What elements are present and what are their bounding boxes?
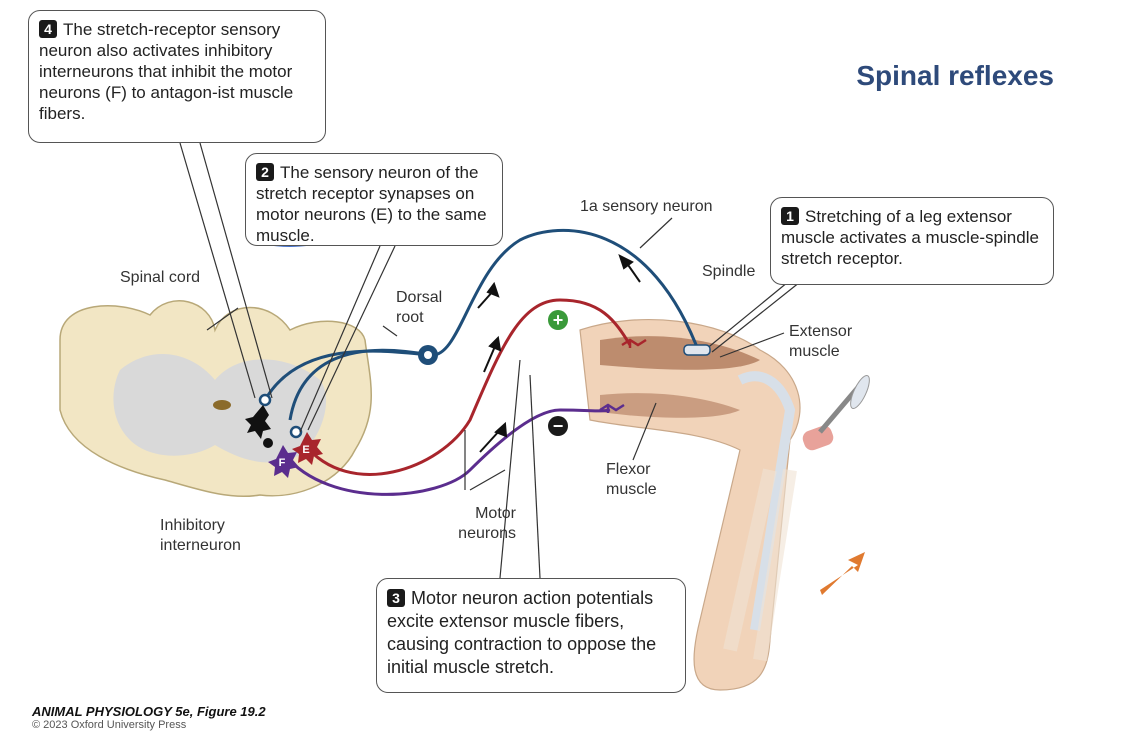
inhibitory-interneuron-cell — [245, 405, 271, 439]
flexor-motor-neuron-path — [283, 408, 611, 496]
motor-neuron-e: E — [292, 432, 323, 465]
central-canal — [213, 400, 231, 410]
inhibitory-sign — [548, 416, 568, 436]
label-flexor-muscle: Flexor muscle — [606, 461, 657, 498]
label-extensor-muscle: Extensor muscle — [789, 323, 853, 360]
citation-text: ANIMAL PHYSIOLOGY 5e, Figure 19.2 — [32, 704, 266, 719]
direction-arrows — [477, 254, 641, 453]
flexor-muscle-shape — [600, 393, 740, 418]
figure-citation: ANIMAL PHYSIOLOGY 5e, Figure 19.2 © 2023… — [32, 704, 266, 731]
sensory-terminal-2 — [289, 425, 303, 439]
leader-lines — [179, 142, 801, 579]
spindle-receptor — [683, 344, 711, 356]
label-dorsal-root: Dorsal root — [396, 289, 443, 326]
label-spinal-cord: Spinal cord — [120, 269, 201, 286]
callout-4-text: The stretch-receptor sensory neuron also… — [39, 20, 294, 123]
leg-illustration — [579, 318, 870, 691]
callout-1-text: Stretching of a leg extensor muscle acti… — [781, 207, 1039, 268]
motor-neuron-f: F — [268, 445, 299, 478]
extensor-endplate — [621, 338, 647, 348]
spinal-cord-section — [59, 300, 372, 498]
callout-2-text: The sensory neuron of the stretch recept… — [256, 163, 487, 245]
step-number-3: 3 — [387, 589, 405, 607]
label-inhibitory-interneuron: Inhibitory interneuron — [160, 517, 241, 554]
copyright-text: © 2023 Oxford University Press — [32, 719, 187, 731]
label-motor-neurons: Motor neurons — [458, 505, 516, 542]
extensor-motor-neuron-path — [303, 298, 632, 476]
minus-label: − — [553, 416, 564, 436]
step-number-1: 1 — [781, 207, 799, 225]
label-sensory-neuron: 1a sensory neuron — [580, 198, 713, 215]
kick-arrow — [820, 552, 865, 595]
reflex-hammer — [802, 374, 870, 451]
label-f: F — [279, 457, 286, 469]
interneuron-terminal — [263, 438, 273, 448]
step-number-2: 2 — [256, 163, 274, 181]
callout-3-text: Motor neuron action potentials excite ex… — [387, 588, 657, 677]
sensory-terminal-1 — [258, 393, 272, 407]
page-title: Spinal reflexes — [856, 60, 1054, 91]
step-number-4: 4 — [39, 20, 57, 38]
excitatory-sign — [548, 310, 568, 330]
label-spindle: Spindle — [702, 263, 756, 280]
label-e: E — [302, 444, 309, 456]
flexor-endplate — [599, 403, 625, 413]
plus-label: + — [553, 310, 564, 330]
